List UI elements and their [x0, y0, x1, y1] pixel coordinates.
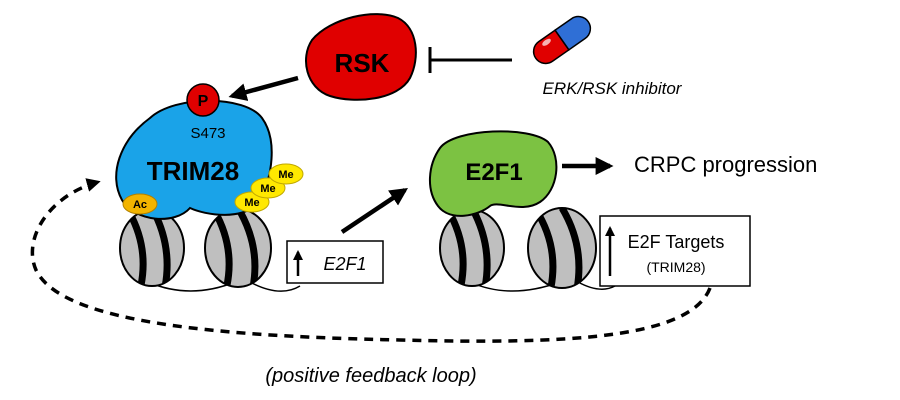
e2f-targets-label: E2F Targets [628, 232, 725, 252]
e2f1-label: E2F1 [465, 159, 522, 186]
phospho-site-label: S473 [190, 125, 225, 142]
crpc-label: CRPC progression [634, 152, 817, 177]
e2f1-gene-label: E2F1 [323, 254, 366, 274]
e2f-targets-sublabel: (TRIM28) [646, 259, 705, 275]
methyl-mark-2 [250, 177, 286, 199]
feedback-loop-arrow [30, 178, 712, 343]
acetyl-label: Ac [133, 199, 147, 211]
acetyl-mark [122, 193, 158, 215]
pill-icon [532, 15, 592, 65]
feedback-loop-label: (positive feedback loop) [265, 365, 476, 387]
trim28-label: TRIM28 [147, 156, 239, 186]
nucleosome-2 [204, 208, 272, 288]
dna-strand-right [469, 281, 616, 292]
methyl-mark-3 [268, 163, 304, 185]
inhibitor-label: ERK/RSK inhibitor [543, 79, 683, 98]
inhibition-symbol [428, 47, 512, 73]
e2f1-gene-box [286, 240, 384, 284]
rsk-label: RSK [335, 48, 390, 78]
nucleosome-4 [527, 207, 597, 289]
trim28-protein [115, 99, 273, 220]
methyl-label-2: Me [260, 183, 275, 195]
rsk-protein [305, 13, 417, 101]
nucleosome-1 [119, 209, 185, 287]
e2f1-protein [428, 130, 558, 217]
e2f-targets-box [599, 215, 751, 287]
nucleosome-3 [439, 209, 505, 287]
methyl-label-1: Me [244, 197, 259, 209]
methyl-label-3: Me [278, 169, 293, 181]
gene-to-e2f1-arrow [340, 188, 408, 234]
rsk-to-phospho-arrow [228, 75, 299, 101]
phospho-circle [186, 83, 220, 117]
phospho-label: P [198, 93, 209, 110]
